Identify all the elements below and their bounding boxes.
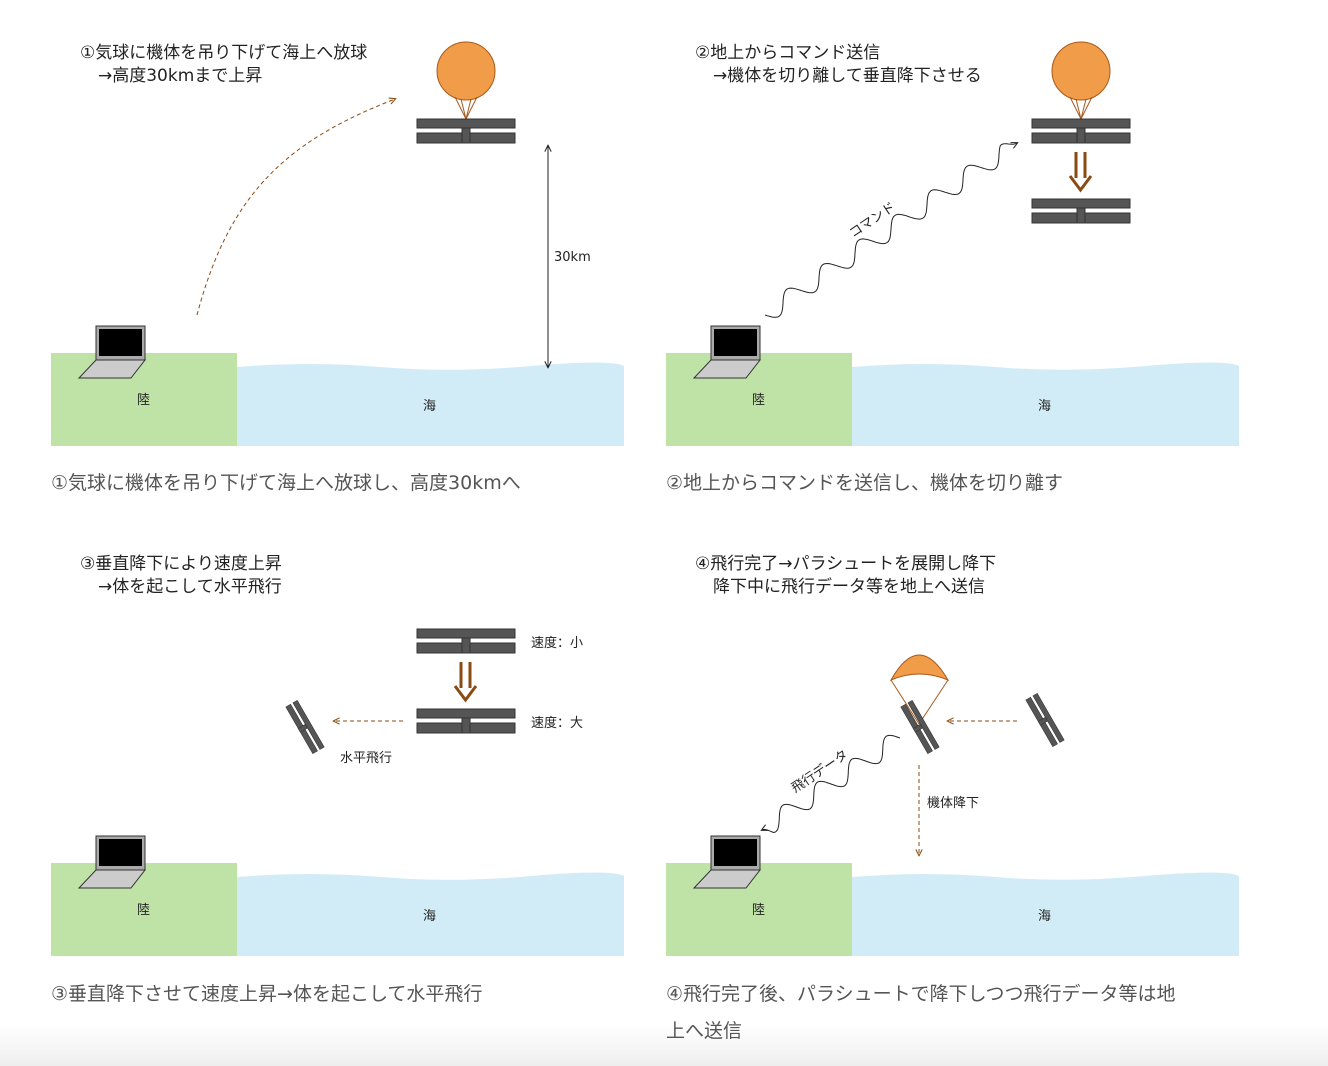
parachute-lines [890, 679, 949, 725]
sea-label: 海 [423, 909, 436, 924]
land-label: 陸 [752, 392, 765, 408]
descent-double-arrow [1068, 152, 1093, 193]
balloon-icon [436, 41, 496, 101]
panel-heading: →体を起こして水平飛行 [98, 577, 282, 597]
sea-label: 海 [1038, 909, 1051, 924]
panel-2: ②地上からコマンド送信 →機体を切り離して垂直降下させる 陸 海 コマンド ②地… [666, 41, 1239, 494]
descent-label: 機体降下 [927, 796, 979, 811]
balloon-icon [1051, 41, 1111, 101]
panel-caption: ①気球に機体を吊り下げて海上へ放球し、高度30kmへ [51, 472, 521, 494]
page-bottom-fade [0, 1026, 1328, 1066]
panel-heading: →高度30kmまで上昇 [98, 66, 262, 86]
panel-caption: ②地上からコマンドを送信し、機体を切り離す [666, 472, 1063, 494]
laptop-icon [78, 835, 146, 889]
plane-icon [416, 118, 516, 144]
parachute-icon [889, 654, 950, 682]
panel-heading: ③垂直降下により速度上昇 [80, 554, 282, 574]
panel-heading: ①気球に機体を吊り下げて海上へ放球 [80, 43, 367, 63]
plane-icon-tilted [1025, 693, 1065, 747]
plane-icon [416, 708, 516, 734]
panel-heading: 降下中に飛行データ等を地上へ送信 [713, 576, 985, 597]
flight-data-label: 飛行データ [788, 747, 851, 797]
land-label: 陸 [137, 902, 150, 918]
plane-icon-released [1031, 198, 1131, 224]
land-label: 陸 [752, 902, 765, 918]
flight-data-wave [762, 734, 901, 834]
panel-1: ①気球に機体を吊り下げて海上へ放球 →高度30kmまで上昇 陸 海 30km ①… [51, 41, 624, 494]
laptop-icon [78, 325, 146, 379]
altitude-label: 30km [554, 250, 591, 265]
sea-label: 海 [423, 399, 436, 414]
panel-heading: ②地上からコマンド送信 [695, 43, 880, 63]
command-signal-wave [764, 143, 1017, 318]
laptop-icon [693, 325, 761, 379]
plane-icon-tilted [900, 700, 940, 754]
descent-double-arrow [453, 662, 478, 703]
speed-low-label: 速度：小 [531, 635, 583, 651]
panel-caption: ④飛行完了後、パラシュートで降下しつつ飛行データ等は地 [666, 983, 1176, 1005]
panel-heading: ④飛行完了→パラシュートを展開し降下 [695, 554, 996, 574]
panel-4: ④飛行完了→パラシュートを展開し降下 降下中に飛行データ等を地上へ送信 陸 海 … [666, 554, 1239, 1042]
laptop-icon [693, 835, 761, 889]
plane-icon [1031, 118, 1131, 144]
panel-caption: ③垂直降下させて速度上昇→体を起こして水平飛行 [51, 983, 482, 1005]
plane-icon [416, 628, 516, 654]
panel-heading: →機体を切り離して垂直降下させる [713, 66, 982, 86]
panel-caption: 上へ送信 [666, 1020, 742, 1042]
launch-trajectory-arrow [196, 99, 395, 316]
sea-label: 海 [1038, 399, 1051, 414]
level-flight-label: 水平飛行 [340, 751, 392, 766]
land-label: 陸 [137, 392, 150, 408]
panel-3: ③垂直降下により速度上昇 →体を起こして水平飛行 陸 海 速度：小 速度：大 水… [51, 554, 624, 1005]
speed-high-label: 速度：大 [531, 715, 583, 731]
plane-icon-tilted [285, 700, 325, 754]
